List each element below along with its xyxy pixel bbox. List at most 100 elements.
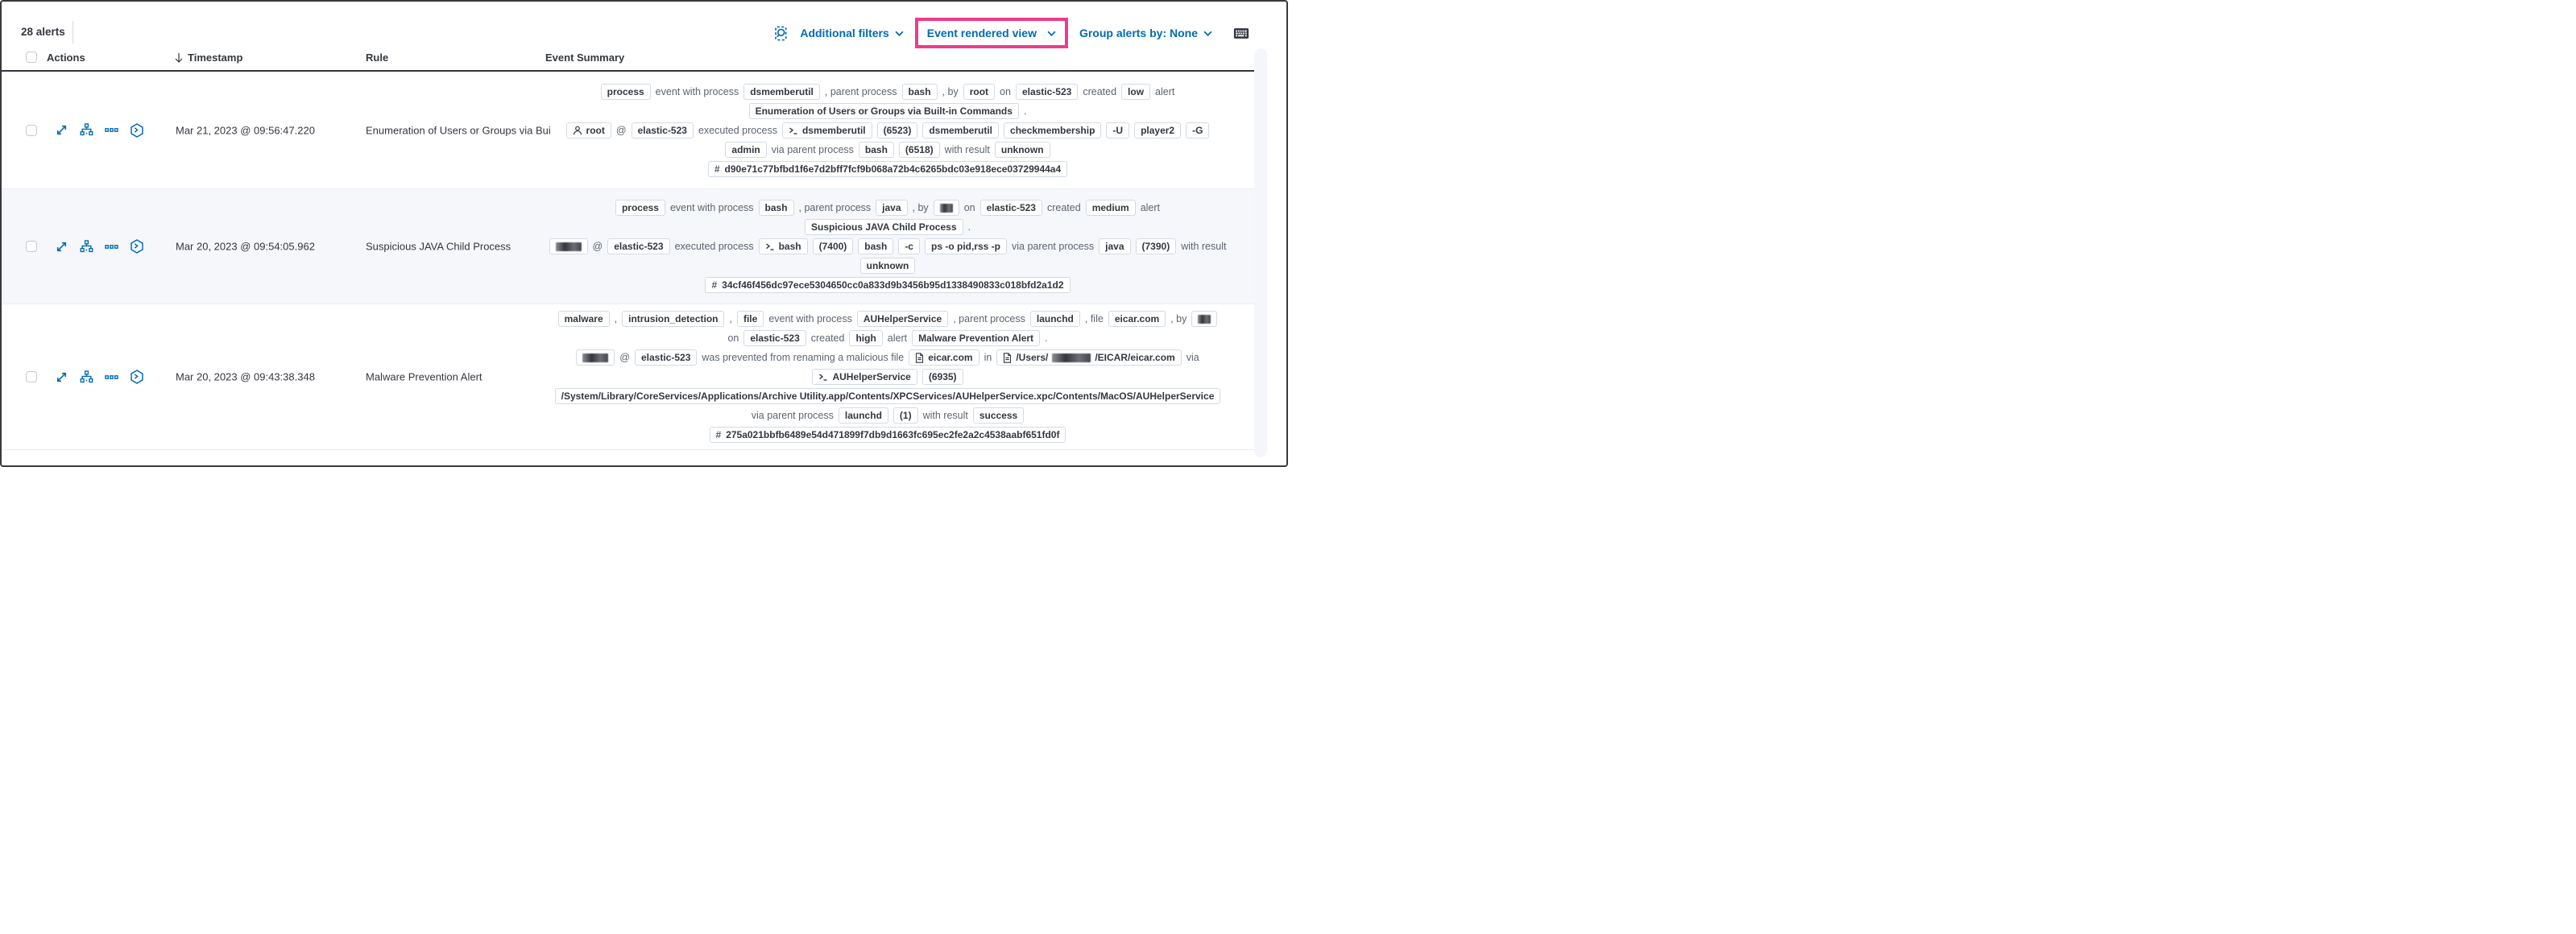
- event-summary-badge[interactable]: process: [600, 83, 651, 100]
- event-summary-badge[interactable]: root: [963, 83, 996, 100]
- event-summary-badge[interactable]: /System/Library/CoreServices/Application…: [554, 388, 1221, 404]
- event-summary-badge[interactable]: elastic-523: [607, 238, 670, 254]
- event-summary-badge[interactable]: bash: [758, 200, 794, 216]
- event-summary-badge[interactable]: AUHelperService: [856, 311, 949, 327]
- event-summary-badge[interactable]: low: [1121, 83, 1151, 100]
- event-summary-badge[interactable]: checkmembership: [1004, 122, 1102, 138]
- row-select-checkbox[interactable]: [26, 371, 37, 382]
- event-summary-badge[interactable]: root: [565, 122, 611, 138]
- event-summary-badge[interactable]: unknown: [994, 141, 1050, 158]
- event-summary-badge[interactable]: file: [736, 311, 764, 327]
- session-view-icon[interactable]: [130, 239, 144, 254]
- vertical-scrollbar[interactable]: [1254, 48, 1267, 457]
- event-summary-line: #d90e71c77bfbd1f6e7d2bff7fcf9b068a72b4c6…: [707, 160, 1068, 177]
- event-summary-badge[interactable]: ps -o pid,rss -p: [924, 238, 1007, 254]
- event-summary-badge[interactable]: eicar.com: [909, 349, 979, 366]
- more-actions-icon[interactable]: [105, 123, 118, 137]
- select-all-checkbox[interactable]: [26, 52, 37, 63]
- event-summary-connector-text: via parent process: [771, 143, 854, 155]
- row-select-checkbox[interactable]: [26, 241, 37, 252]
- analyze-event-icon[interactable]: [80, 370, 93, 384]
- event-summary-badge[interactable]: [1191, 311, 1218, 327]
- event-summary-badge[interactable]: bash: [901, 83, 938, 100]
- event-summary-connector-text: alert: [1155, 85, 1175, 97]
- more-actions-icon[interactable]: [105, 370, 118, 384]
- event-summary-badge[interactable]: -G: [1186, 122, 1210, 138]
- event-summary-badge[interactable]: malware: [557, 311, 610, 327]
- event-summary-connector-text: with result: [1181, 241, 1227, 252]
- event-summary-badge[interactable]: dsmemberutil: [781, 122, 872, 138]
- expand-details-icon[interactable]: [55, 370, 68, 384]
- event-summary-badge[interactable]: AUHelperService: [812, 369, 917, 385]
- event-summary-badge[interactable]: intrusion_detection: [622, 311, 725, 327]
- event-summary-badge[interactable]: dsmemberutil: [743, 83, 820, 100]
- event-summary-badge[interactable]: java: [1099, 238, 1131, 254]
- analyze-event-icon[interactable]: [80, 239, 93, 254]
- inspect-icon[interactable]: [773, 26, 789, 41]
- event-summary-badge[interactable]: Enumeration of Users or Groups via Built…: [748, 102, 1019, 119]
- event-summary-badge[interactable]: dsmemberutil: [922, 122, 1000, 138]
- event-summary-badge[interactable]: Suspicious JAVA Child Process: [805, 219, 963, 235]
- event-summary-badge[interactable]: high: [849, 330, 883, 346]
- event-summary-badge[interactable]: [576, 349, 615, 366]
- session-view-icon[interactable]: [130, 122, 144, 138]
- event-summary-badge[interactable]: #d90e71c77bfbd1f6e7d2bff7fcf9b068a72b4c6…: [707, 160, 1068, 177]
- event-summary-badge[interactable]: [933, 200, 959, 216]
- event-summary-connector-text: , parent process: [824, 85, 897, 97]
- event-summary-badge[interactable]: elastic-523: [743, 330, 806, 346]
- event-summary-badge[interactable]: process: [615, 200, 665, 216]
- analyze-event-icon[interactable]: [80, 123, 93, 137]
- redacted-text: [555, 242, 582, 251]
- keyboard-icon[interactable]: [1233, 27, 1249, 39]
- event-summary-badge[interactable]: (1): [892, 407, 918, 424]
- event-summary-badge[interactable]: eicar.com: [1108, 311, 1166, 327]
- view-selector-button[interactable]: Event rendered view: [927, 27, 1056, 39]
- event-summary-badge[interactable]: (7390): [1135, 238, 1177, 254]
- rule-cell: Enumeration of Users or Groups via Bui: [366, 124, 551, 136]
- event-summary-badge[interactable]: elastic-523: [635, 349, 698, 366]
- event-summary-badge[interactable]: launchd: [838, 407, 888, 424]
- event-summary-badge[interactable]: (6935): [921, 369, 963, 385]
- event-summary-badge[interactable]: bash: [858, 141, 894, 158]
- additional-filters-button[interactable]: Additional filters: [800, 27, 904, 39]
- chevron-down-icon: [1203, 31, 1212, 36]
- event-summary-connector-text: executed process: [674, 241, 754, 252]
- event-summary-badge[interactable]: #34cf46f456dc97ece5304650cc0a833d9b3456b…: [705, 277, 1071, 293]
- event-summary-badge[interactable]: launchd: [1029, 311, 1080, 327]
- event-summary-badge[interactable]: (6518): [898, 141, 940, 158]
- expand-details-icon[interactable]: [55, 240, 68, 254]
- event-summary-badge[interactable]: bash: [758, 238, 808, 254]
- more-actions-icon[interactable]: [105, 240, 118, 254]
- event-summary-connector-text: via parent process: [751, 410, 834, 421]
- event-summary-badge[interactable]: bash: [858, 238, 894, 254]
- row-select-checkbox[interactable]: [26, 124, 37, 136]
- column-header-timestamp[interactable]: Timestamp: [174, 52, 242, 64]
- event-summary-line: #34cf46f456dc97ece5304650cc0a833d9b3456b…: [705, 277, 1071, 293]
- event-summary-badge[interactable]: elastic-523: [1015, 83, 1079, 100]
- group-alerts-by-button[interactable]: Group alerts by: None: [1079, 27, 1212, 39]
- event-summary-badge[interactable]: /Users//EICAR/eicar.com: [996, 349, 1182, 366]
- event-summary-badge[interactable]: (7400): [812, 238, 854, 254]
- row-actions: [55, 370, 144, 384]
- event-summary-badge[interactable]: medium: [1085, 200, 1136, 216]
- event-summary-badge[interactable]: player2: [1134, 122, 1182, 138]
- event-summary-badge[interactable]: [549, 238, 588, 254]
- event-summary-badge[interactable]: java: [876, 200, 908, 216]
- event-summary-badge[interactable]: (6523): [876, 122, 918, 138]
- event-summary-badge[interactable]: elastic-523: [631, 122, 694, 138]
- event-summary-badge[interactable]: -U: [1106, 122, 1130, 138]
- chevron-down-icon: [895, 31, 904, 36]
- event-summary-badge[interactable]: admin: [725, 141, 767, 158]
- expand-details-icon[interactable]: [55, 123, 68, 137]
- event-summary-badge[interactable]: success: [972, 407, 1025, 424]
- event-summary-badge[interactable]: Malware Prevention Alert: [912, 330, 1041, 346]
- event-summary-badge[interactable]: elastic-523: [979, 200, 1042, 216]
- event-summary-badge[interactable]: #275a021bbfb6489e54d471899f7db9d1663fc69…: [709, 427, 1066, 443]
- event-summary-badge[interactable]: -c: [898, 238, 920, 254]
- session-view-icon[interactable]: [130, 370, 144, 384]
- event-summary-badge[interactable]: unknown: [859, 258, 916, 274]
